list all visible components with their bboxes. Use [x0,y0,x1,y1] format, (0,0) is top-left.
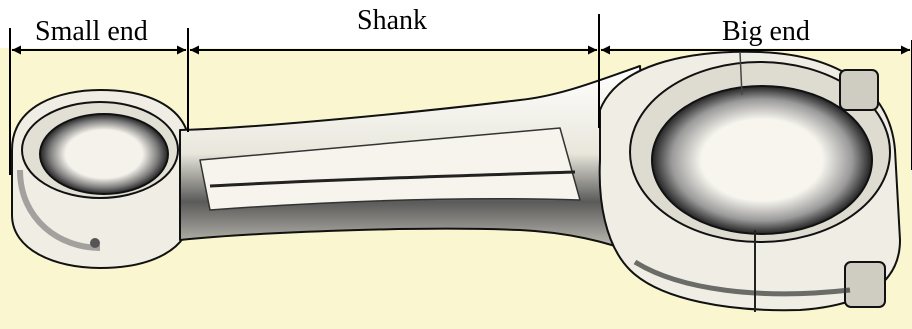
big-end-shape [600,52,900,312]
shank-label: Shank [357,5,427,36]
big-end-label: Big end [722,16,810,47]
small-end-label: Small end [35,16,148,47]
small-end-shape [12,90,190,268]
